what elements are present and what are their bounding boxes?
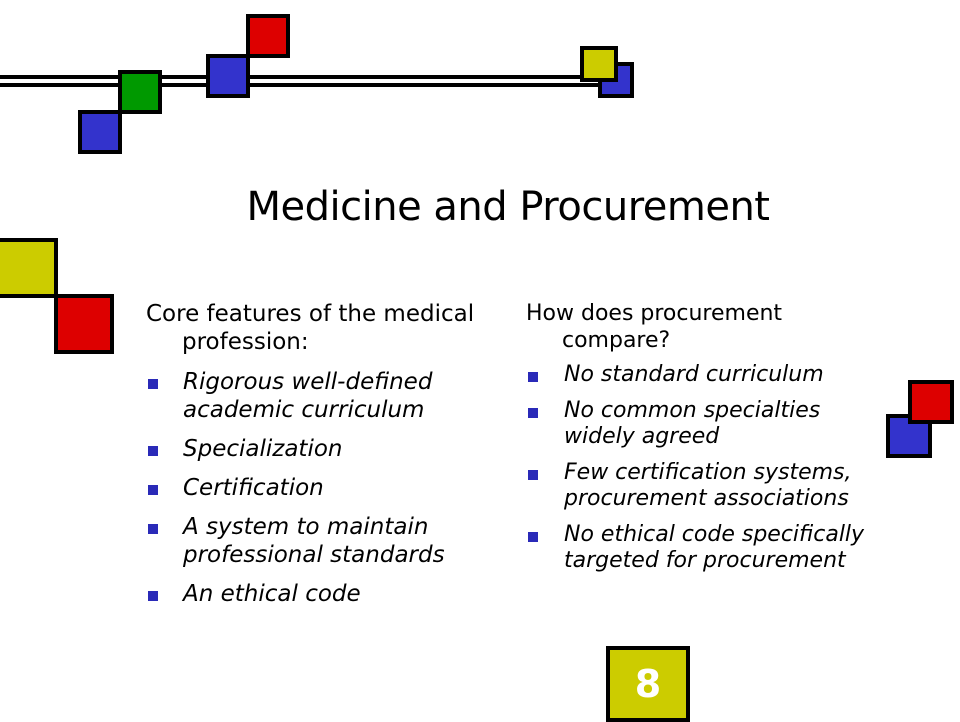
list-item: Few certification systems, procurement a… (526, 460, 886, 512)
decorative-line (0, 75, 612, 79)
list-item: A system to maintain professional standa… (146, 513, 486, 569)
yellow-square-decoration (580, 46, 618, 82)
yellow-square-decoration (0, 238, 58, 298)
right-bullet-list: No standard curriculum No common special… (526, 362, 886, 574)
list-item: An ethical code (146, 580, 486, 608)
list-item-text: Rigorous well-defined academic curriculu… (183, 369, 433, 423)
list-item-text: No common specialties widely agreed (564, 398, 821, 449)
blue-square-decoration (206, 54, 250, 98)
list-item-text: No ethical code specifically targeted fo… (564, 522, 865, 573)
left-column-intro: Core features of the medical profession: (146, 301, 475, 355)
blue-square-decoration (78, 110, 122, 154)
right-column-intro: How does procurement compare? (526, 301, 783, 353)
square-bullet-icon (148, 446, 158, 456)
left-bullet-list: Rigorous well-defined academic curriculu… (146, 368, 486, 608)
square-bullet-icon (528, 372, 538, 382)
green-square-decoration (118, 70, 162, 114)
square-bullet-icon (528, 470, 538, 480)
square-bullet-icon (148, 379, 158, 389)
list-item-text: Certification (183, 475, 324, 501)
list-item: Specialization (146, 435, 486, 463)
page-number-badge: 8 (606, 646, 690, 722)
square-bullet-icon (148, 524, 158, 534)
list-item-text: No standard curriculum (564, 362, 824, 387)
right-column: How does procurement compare? No standar… (526, 300, 886, 584)
square-bullet-icon (148, 591, 158, 601)
list-item: Rigorous well-defined academic curriculu… (146, 368, 486, 424)
decorative-line (0, 83, 612, 87)
square-bullet-icon (528, 532, 538, 542)
list-item: Certification (146, 474, 486, 502)
list-item-text: Specialization (183, 436, 343, 462)
list-item-text: A system to maintain professional standa… (183, 514, 445, 568)
square-bullet-icon (528, 408, 538, 418)
list-item: No ethical code specifically targeted fo… (526, 522, 886, 574)
red-square-decoration (54, 294, 114, 354)
red-square-decoration (246, 14, 290, 58)
list-item-text: An ethical code (183, 581, 361, 607)
square-bullet-icon (148, 485, 158, 495)
page-number: 8 (634, 662, 662, 706)
list-item-text: Few certification systems, procurement a… (564, 460, 852, 511)
slide-title: Medicine and Procurement (246, 184, 770, 230)
red-square-decoration (908, 380, 954, 424)
left-column: Core features of the medical profession:… (146, 300, 486, 619)
list-item: No common specialties widely agreed (526, 398, 886, 450)
list-item: No standard curriculum (526, 362, 886, 388)
